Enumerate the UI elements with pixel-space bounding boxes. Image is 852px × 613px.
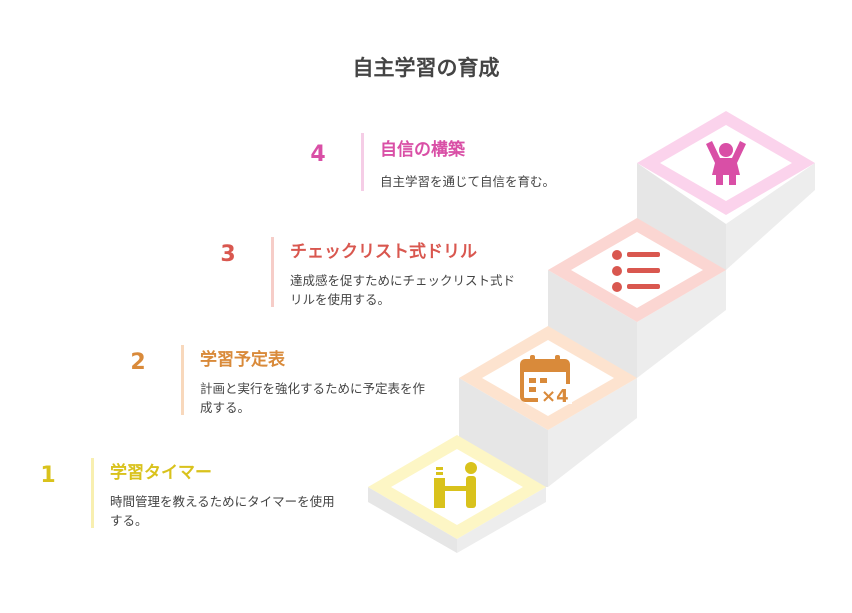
step-bar-2 [181, 345, 184, 415]
step-heading-2: 学習予定表 [200, 350, 285, 370]
step-number-4: 4 [310, 142, 326, 167]
step-desc-4: 自主学習を通じて自信を育む。 [380, 174, 556, 189]
checklist-icon [612, 250, 660, 292]
child-cheer-icon [706, 141, 746, 185]
step-desc-3: 達成感を促すためにチェックリスト式ドリルを使用する。 [290, 273, 516, 307]
svg-text:×4: ×4 [541, 386, 569, 407]
step-number-2: 2 [130, 350, 146, 375]
step-number-3: 3 [220, 242, 236, 267]
step-number-1: 1 [40, 463, 56, 488]
step-bar-4 [361, 133, 364, 191]
timer-desk-icon [434, 462, 477, 508]
diagram-title: 自主学習の育成 [352, 56, 500, 80]
calendar-icon: ×4 [520, 355, 572, 407]
step-heading-4: 自信の構築 [380, 140, 465, 160]
step-heading-1: 学習タイマー [110, 463, 212, 483]
step-desc-1: 時間管理を教えるためにタイマーを使用する。 [110, 494, 335, 528]
step-heading-3: チェックリスト式ドリル [290, 242, 477, 262]
step-bar-3 [271, 237, 274, 307]
step-bar-1 [91, 458, 94, 528]
step-desc-2: 計画と実行を強化するために予定表を作成する。 [200, 381, 426, 415]
